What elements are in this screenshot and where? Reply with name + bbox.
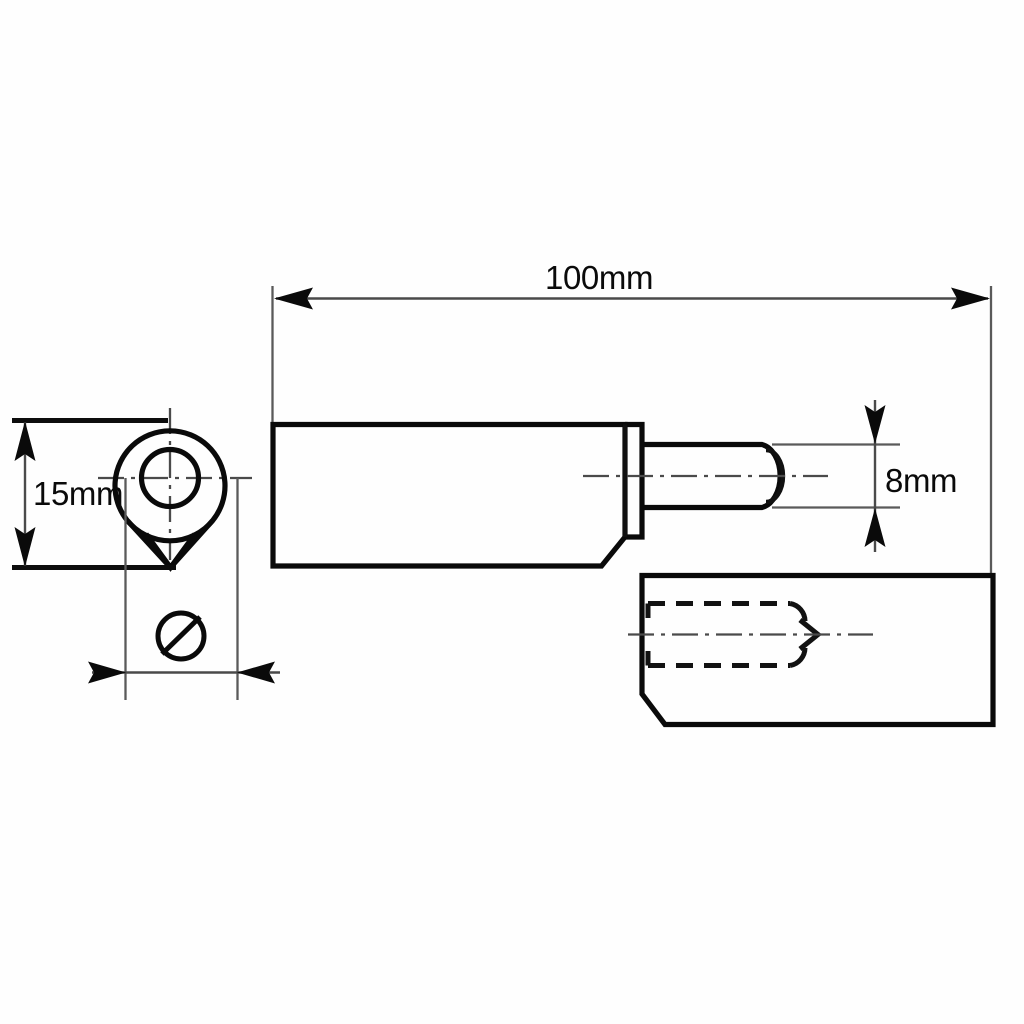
side-view-shaft: [583, 441, 828, 511]
diameter-symbol-circle: [155, 610, 207, 662]
arrowhead-left: [274, 287, 313, 310]
collar-outline: [625, 421, 645, 540]
dimension-label-height: 15mm: [33, 475, 123, 512]
end-view-lower-arc: [125, 518, 215, 544]
dimension-label-length: 100mm: [545, 259, 653, 296]
dimension-shaft-8mm: 8mm: [772, 400, 958, 552]
end-view-bore-circle: [138, 446, 202, 510]
bore-arrowhead-right: [237, 661, 275, 684]
end-view-outer-profile: [112, 428, 228, 572]
body-outline: [270, 421, 628, 569]
arrowhead-right: [951, 287, 990, 310]
side-view-body: [270, 421, 645, 569]
hidden-bore-end-bottom: [789, 647, 808, 668]
dimension-length-100mm: 100mm: [271, 259, 993, 578]
bore-arrowhead-left: [88, 661, 126, 684]
arrowhead-top: [14, 421, 36, 461]
shaft-arrowhead-top: [864, 405, 886, 444]
dimension-bore-diameter: [88, 478, 280, 700]
dimension-height-15mm: 15mm: [12, 418, 176, 570]
mating-part-view: [628, 572, 996, 728]
hidden-bore-end-top: [789, 601, 808, 622]
diameter-symbol-slash: [160, 615, 202, 656]
arrowhead-bottom: [14, 527, 36, 567]
mating-block-outline: [639, 572, 996, 728]
shaft-arrowhead-bottom: [864, 508, 886, 547]
dimension-label-shaft: 8mm: [885, 462, 957, 499]
